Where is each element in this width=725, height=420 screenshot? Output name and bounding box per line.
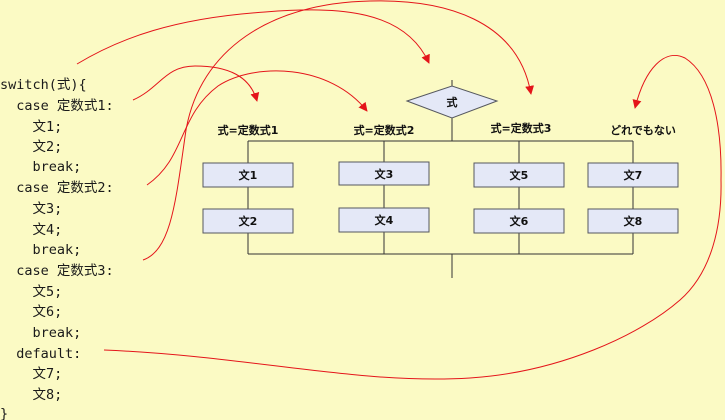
statement-box: 文8: [587, 208, 679, 234]
arrow-case1-to-branch1: [132, 65, 260, 102]
statement-label: 文4: [375, 213, 394, 227]
code-line: 文2;: [0, 139, 62, 155]
statement-label: 文2: [239, 214, 258, 228]
statement-label: 文1: [239, 168, 258, 182]
branch-label-1: 式=定数式1: [218, 123, 279, 137]
arrow-switch-to-decision: [76, 9, 430, 65]
statement-label: 文3: [375, 167, 394, 181]
code-line: default:: [0, 346, 81, 362]
branch-labels: 式=定数式1 式=定数式2 式=定数式3 どれでもない: [218, 121, 676, 137]
code-line: case 定数式1:: [0, 98, 114, 114]
code-line: 文7;: [0, 366, 62, 382]
code-line: 文3;: [0, 201, 62, 217]
arrow-case3-to-branch3: [142, 0, 535, 261]
statement-label: 文5: [510, 168, 529, 182]
code-line: 文6;: [0, 304, 62, 320]
branch-label-3: 式=定数式3: [491, 121, 552, 135]
code-line: break;: [0, 242, 81, 258]
flowchart-connectors: [247, 80, 634, 278]
arrow-case2-to-branch2: [146, 70, 368, 186]
statement-label: 文7: [624, 168, 643, 182]
decision-label: 式: [447, 95, 458, 109]
decision-node: 式: [405, 85, 499, 119]
statement-box: 文4: [338, 207, 430, 233]
statement-label: 文8: [624, 214, 643, 228]
arrow-default-to-branch4: [103, 55, 722, 380]
branch-label-2: 式=定数式2: [354, 123, 415, 137]
code-line: case 定数式2:: [0, 180, 114, 196]
code-line: switch(式){: [0, 77, 87, 93]
statement-boxes: 文1 文2 文3 文4 文5 文6 文7 文8: [202, 161, 679, 234]
code-line: break;: [0, 159, 81, 175]
code-line: 文5;: [0, 284, 62, 300]
code-line: 文8;: [0, 387, 62, 403]
code-line: }: [0, 406, 8, 420]
statement-box: 文2: [202, 208, 294, 234]
mapping-arrows: [76, 0, 722, 380]
code-line: case 定数式3:: [0, 263, 114, 279]
statement-box: 文7: [587, 162, 679, 188]
code-line: 文4;: [0, 222, 62, 238]
statement-label: 文6: [510, 214, 529, 228]
code-line: break;: [0, 325, 81, 341]
statement-box: 文3: [338, 161, 430, 186]
statement-box: 文1: [202, 162, 294, 188]
branch-label-default: どれでもない: [610, 124, 676, 137]
statement-box: 文6: [473, 208, 565, 234]
statement-box: 文5: [473, 162, 565, 188]
code-line: 文1;: [0, 119, 62, 135]
code-listing: switch(式){ case 定数式1: 文1; 文2; break; cas…: [0, 77, 114, 420]
decision-diamond: [405, 85, 499, 119]
